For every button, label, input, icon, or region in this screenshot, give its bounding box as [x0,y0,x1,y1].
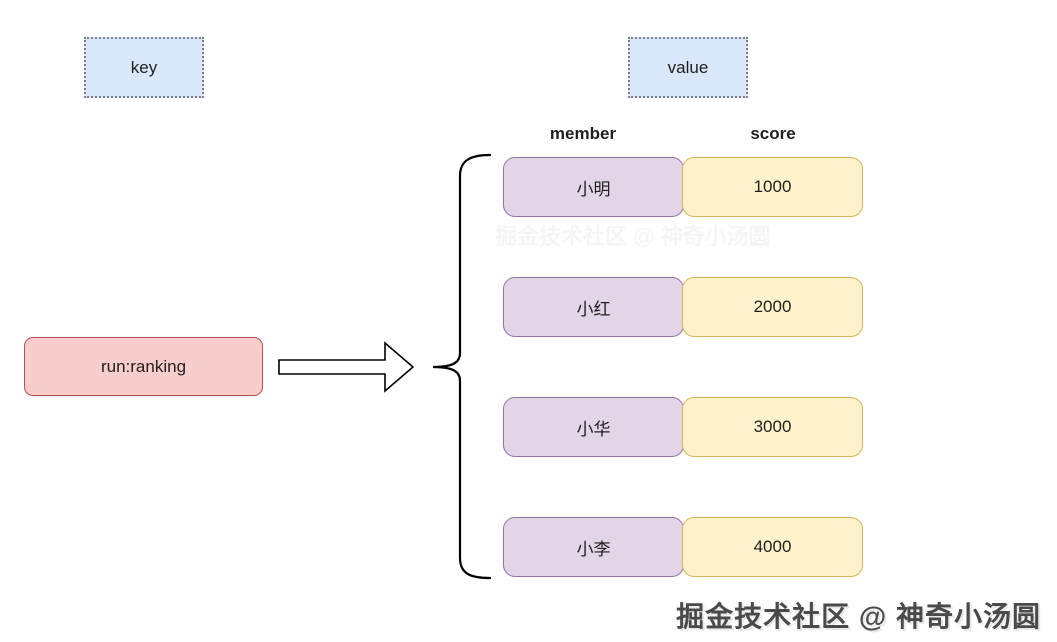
score-label: 3000 [753,417,792,436]
score-box: 4000 [682,517,863,577]
value-label: value [667,57,709,77]
member-box: 小红 [503,277,684,337]
score-label: 4000 [753,537,792,556]
member-box: 小明 [503,157,684,217]
score-label: 1000 [753,177,792,196]
key-node-label: run:ranking [100,356,187,376]
key-node-box: run:ranking [24,337,263,396]
score-box: 1000 [682,157,863,217]
watermark: 掘金技术社区 @ 神奇小汤圆 [676,601,1041,632]
member-box: 小李 [503,517,684,577]
key-label: key [130,57,158,77]
member-label: 小华 [576,419,611,439]
right-arrow-icon [278,341,415,393]
score-box: 2000 [682,277,863,337]
score-column-header: score [750,124,796,143]
member-column-header: member [549,124,617,143]
member-label: 小李 [576,539,611,559]
value-label-box: value [628,37,748,98]
curly-brace-icon [432,153,492,580]
member-label: 小红 [576,299,611,319]
key-label-box: key [84,37,204,98]
watermark-faint: 掘金技术社区 @ 神奇小汤圆 [495,224,771,249]
score-box: 3000 [682,397,863,457]
member-box: 小华 [503,397,684,457]
score-label: 2000 [753,297,792,316]
member-label: 小明 [576,179,611,199]
